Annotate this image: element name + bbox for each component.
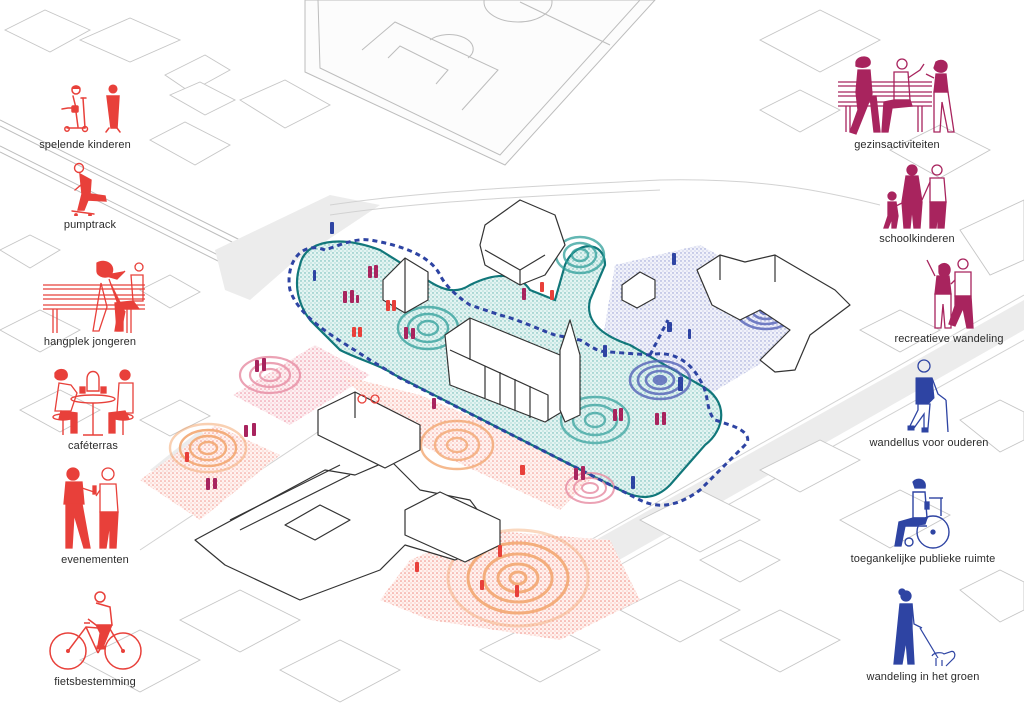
child-scooter-icon — [61, 84, 121, 133]
legend-label: evenementen — [61, 554, 129, 566]
parents-child-icon — [883, 164, 947, 229]
garden-path-branch — [648, 319, 670, 356]
wheelchair-user-icon — [894, 478, 950, 549]
legend-label: wandellus voor ouderen — [869, 437, 989, 449]
activity-zones — [140, 240, 800, 640]
elderly-cane-icon — [907, 359, 949, 433]
legend-label: gezinsactiviteiten — [854, 139, 940, 151]
people-figures — [185, 222, 691, 597]
skateboarder-icon — [71, 162, 107, 216]
legend-item-wandeling-in-het-groen: wandeling in het groen — [838, 588, 1008, 683]
railway — [0, 119, 241, 273]
legend-item-pumptrack: pumptrack — [40, 160, 140, 231]
toasting-people-icon — [63, 467, 119, 549]
main-buildings — [194, 199, 851, 601]
legend-item-evenementen: evenementen — [35, 466, 155, 566]
youth-bench-icon — [43, 260, 145, 333]
cafe-table-icon — [52, 368, 134, 436]
legend-item-schoolkinderen: schoolkinderen — [852, 164, 982, 245]
church-spire — [559, 319, 581, 423]
legend-item-recreatieve-wandeling: recreatieve wandeling — [884, 256, 1014, 345]
dog-walker-icon — [893, 588, 956, 667]
family-bench-icon — [838, 56, 955, 135]
legend-label: spelende kinderen — [39, 139, 131, 151]
legend-label: schoolkinderen — [879, 233, 955, 245]
school-building — [696, 254, 851, 373]
legend-item-wandellus-voor-ouderen: wandellus voor ouderen — [854, 358, 1004, 449]
legend-label: toegankelijke publieke ruimte — [850, 553, 996, 565]
legend-label: pumptrack — [63, 219, 117, 231]
legend-label: hangplek jongeren — [43, 336, 137, 348]
legend-item-toegankelijke-publieke-ruimte: toegankelijke publieke ruimte — [838, 478, 1008, 565]
legend-label: recreatieve wandeling — [894, 333, 1004, 345]
context-buildings — [0, 9, 1024, 703]
legend-item-gezinsactiviteiten: gezinsactiviteiten — [832, 56, 962, 151]
legend-item-cafeterras: caféterras — [28, 365, 158, 452]
west-plaza-zone — [233, 345, 370, 425]
street-strip-zone — [340, 375, 600, 510]
legend-item-spelende-kinderen: spelende kinderen — [20, 84, 150, 151]
sports-field — [304, 0, 656, 166]
legend-label: fietsbestemming — [54, 676, 136, 688]
cyclist-icon — [48, 591, 142, 670]
legend-item-hangplek-jongeren: hangplek jongeren — [25, 253, 155, 348]
legend-item-fietsbestemming: fietsbestemming — [30, 589, 160, 688]
legend-label: caféterras — [68, 440, 118, 452]
legend-label: wandeling in het groen — [866, 671, 980, 683]
walking-couple-icon — [926, 258, 974, 329]
